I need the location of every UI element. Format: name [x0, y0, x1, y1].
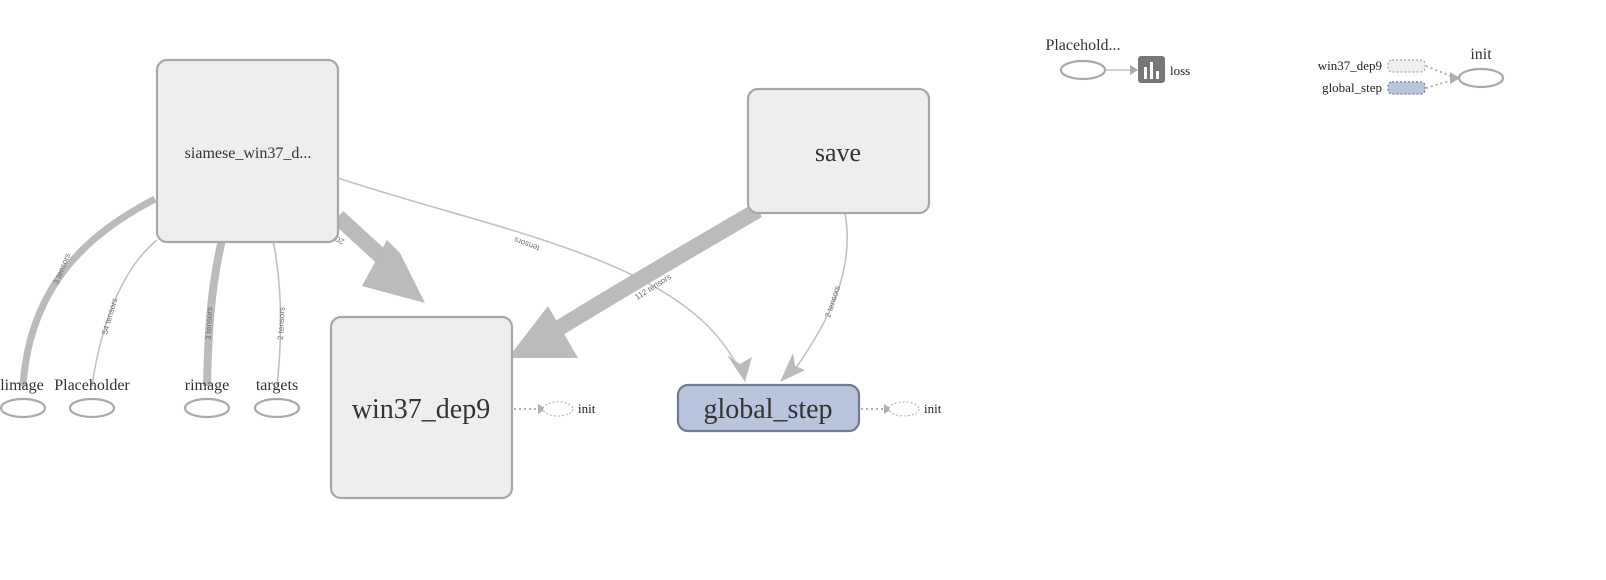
edge-label-save-global: 2 tensors: [823, 285, 842, 319]
node-placeholder[interactable]: [68, 397, 116, 419]
node-rimage[interactable]: [183, 397, 231, 419]
ctrl-edge-global-init-head: [884, 404, 892, 414]
aux-init-node[interactable]: [1457, 67, 1505, 89]
aux-win37-label: win37_dep9: [1318, 58, 1382, 73]
aux-win37-node[interactable]: [1387, 59, 1426, 73]
node-win37-dep9-label: win37_dep9: [352, 394, 490, 425]
edge-save-win37: [530, 203, 763, 350]
node-save-label: save: [815, 138, 861, 167]
edge-label-targets: 2 tensors: [276, 307, 287, 340]
aux-placeholder-node[interactable]: [1059, 59, 1107, 81]
edge-placeholder: [91, 239, 158, 387]
node-targets-label: targets: [256, 377, 298, 394]
node-save[interactable]: save: [746, 87, 931, 215]
loss-summary-icon[interactable]: [1138, 56, 1165, 83]
edge-targets: [272, 239, 282, 387]
aux-placeholder-edge-head: [1130, 65, 1138, 75]
edge-save-global-head: [780, 353, 805, 382]
node-init-win37-label: init: [578, 401, 596, 416]
aux-global-label: global_step: [1322, 80, 1382, 95]
aux-ctrl-edge-head: [1450, 72, 1460, 84]
aux-ctrl-edge-win37: [1425, 65, 1454, 78]
edge-siamese-global-head: [727, 355, 752, 382]
aux-global-node[interactable]: [1387, 81, 1426, 95]
node-init-global-label: init: [924, 401, 942, 416]
node-placeholder-label: Placeholder: [54, 377, 130, 394]
edge-save-global: [792, 212, 849, 373]
node-siamese-label: siamese_win37_d...: [185, 145, 312, 162]
aux-placeholder-label: Placehold...: [1045, 37, 1120, 54]
node-global-step[interactable]: global_step: [676, 383, 861, 433]
edge-save-win37-head: [508, 306, 578, 358]
edge-siamese-win37-head: [362, 240, 425, 303]
node-limage-label: limage: [0, 377, 44, 394]
aux-ctrl-edge-global: [1425, 79, 1454, 89]
edge-limage: [19, 195, 157, 387]
node-init-global[interactable]: [888, 401, 920, 417]
node-targets[interactable]: [253, 397, 301, 419]
aux-init-label: init: [1470, 46, 1492, 63]
node-win37-dep9[interactable]: win37_dep9: [329, 315, 514, 500]
edge-rimage: [203, 239, 226, 387]
node-limage[interactable]: [0, 397, 47, 419]
node-rimage-label: rimage: [185, 377, 229, 394]
edge-siamese-global: [337, 177, 741, 373]
ctrl-edge-win37-init-head: [538, 404, 546, 414]
edge-label-rimage: 3 tensors: [204, 307, 214, 340]
loss-label: loss: [1170, 63, 1190, 78]
node-init-win37[interactable]: [542, 401, 574, 417]
edge-label-placeholder: 54 tensors: [100, 297, 119, 335]
node-siamese[interactable]: siamese_win37_d...: [155, 58, 340, 244]
node-global-step-label: global_step: [703, 394, 832, 425]
